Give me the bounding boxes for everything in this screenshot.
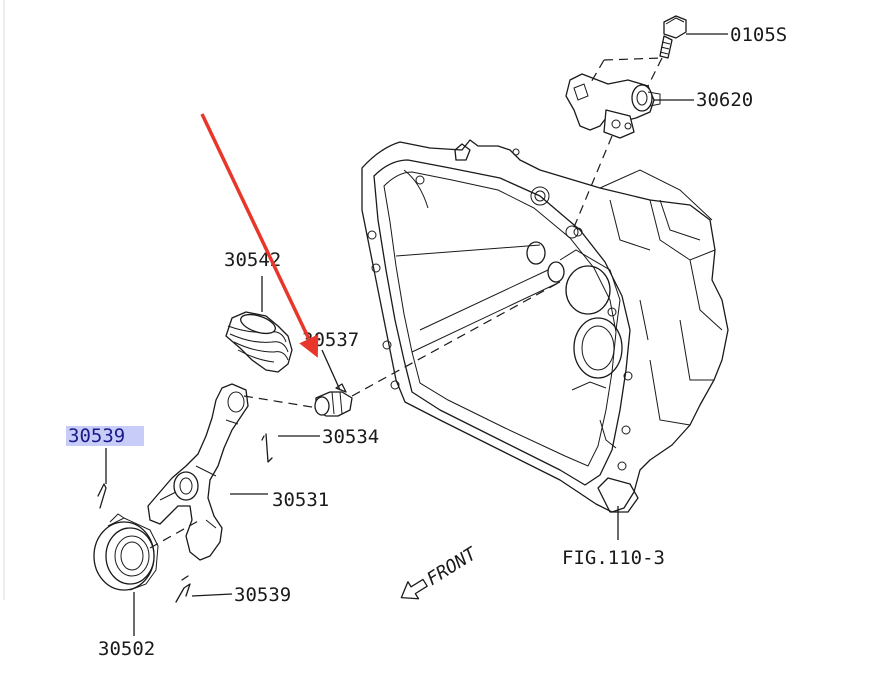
callout-slave-cylinder: 30620 [696,89,753,111]
bolt-part [659,15,687,59]
callout-clip-top: 30539 [68,425,125,447]
callout-highlight [66,426,144,446]
transmission-housing [361,139,729,513]
boot-part [225,311,293,373]
clip-top-part [97,483,107,509]
release-bearing-part [93,513,159,591]
annotation-arrow [200,113,319,358]
callout-housing-ref: FIG.110-3 [562,547,665,569]
spring-part [261,433,273,463]
leader-clip-bottom [191,593,233,597]
callout-bolt: 0105S [730,24,787,46]
front-direction-label: FRONT [423,543,481,590]
flange-bolt-holes [367,148,633,471]
pivot-part [314,383,353,417]
clip-bottom-part [175,575,191,603]
callout-release-fork: 30531 [272,489,329,511]
callout-spring: 30534 [322,426,379,448]
release-fork-part [147,383,249,561]
callout-release-bearing: 30502 [98,638,155,660]
slave-cylinder-part [565,73,661,139]
input-shaft-bore [559,249,623,391]
front-direction-marker: FRONT [400,543,481,600]
leader-pivot [321,349,341,391]
callout-clip-bottom: 30539 [234,584,291,606]
